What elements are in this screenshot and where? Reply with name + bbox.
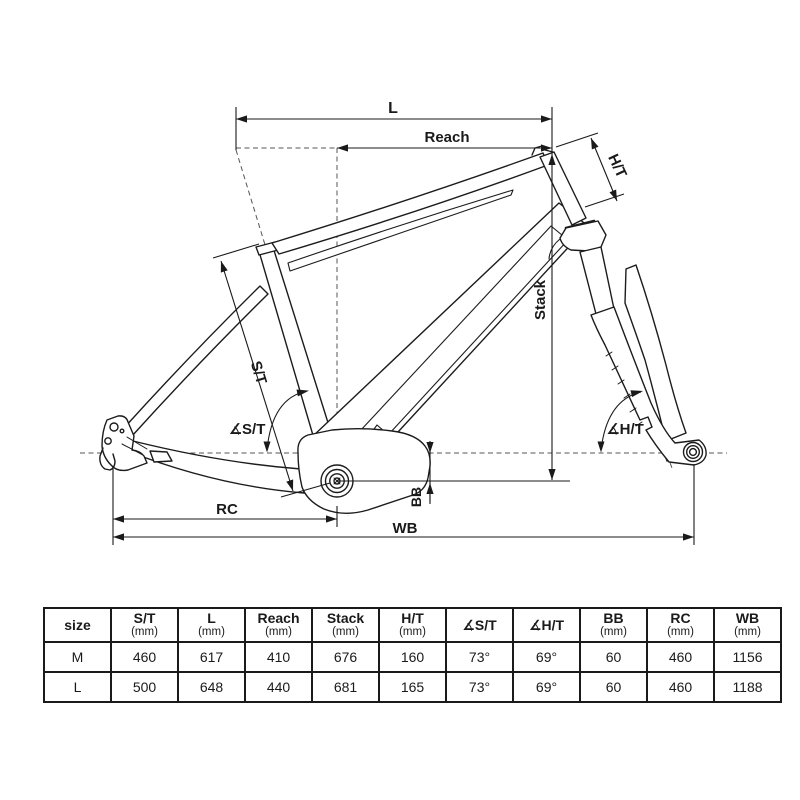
ht-extension-bottom (584, 193, 625, 208)
row-m-rc: 460 (646, 641, 715, 673)
fork-crown (559, 220, 607, 252)
header-ht: H/T(mm) (378, 607, 447, 643)
header-wb-label: WB (735, 610, 760, 626)
header-bb-unit: (mm) (600, 626, 627, 638)
dimension-labels: L Reach H/T Stack S/T ∡S/T ∡H/T BB RC WB (216, 100, 644, 537)
header-ht-label: H/T (401, 610, 424, 626)
header-st-label: S/T (133, 610, 156, 626)
ht-extension-top (555, 132, 599, 148)
dropout-bolt-2 (104, 437, 112, 445)
seat-angle-arrow-bottom (263, 441, 271, 453)
label-rc: RC (216, 501, 238, 518)
row-m-angle-ht: 69° (512, 641, 581, 673)
row-m-bb: 60 (579, 641, 648, 673)
st-extension-bottom (280, 482, 331, 498)
row-l-angle-st: 73° (445, 671, 514, 703)
header-bb: BB(mm) (579, 607, 648, 643)
row-m-stack: 676 (311, 641, 380, 673)
row-l-l: 648 (177, 671, 246, 703)
header-l-unit: (mm) (198, 626, 225, 638)
geometry-table-grid: size S/T(mm) L(mm) Reach(mm) Stack(mm) H… (43, 607, 782, 703)
label-angle-st: ∡S/T (229, 421, 266, 438)
battery-cover (359, 225, 569, 448)
geometry-table: size S/T(mm) L(mm) Reach(mm) Stack(mm) H… (43, 607, 782, 703)
header-st-unit: (mm) (131, 626, 158, 638)
row-m-l: 617 (177, 641, 246, 673)
header-reach-label: Reach (257, 610, 300, 626)
frame-drawing (99, 145, 707, 514)
chain-stay (129, 440, 305, 494)
header-rc-label: RC (670, 610, 691, 626)
header-bb-label: BB (603, 610, 624, 626)
row-m-wb: 1156 (713, 641, 782, 673)
head-angle-arrow-top (630, 390, 643, 398)
row-l-wb: 1188 (713, 671, 782, 703)
fork-leg-ribs (605, 351, 643, 427)
bike-geometry-diagram: L Reach H/T Stack S/T ∡S/T ∡H/T BB RC WB (80, 100, 727, 545)
row-l-bb: 60 (579, 671, 648, 703)
top-tube (271, 152, 549, 255)
header-l-label: L (207, 610, 216, 626)
top-tube-inner-panel (287, 189, 514, 272)
row-l-reach: 440 (244, 671, 313, 703)
dropout-bolt (109, 422, 119, 432)
header-stack-unit: (mm) (332, 626, 359, 638)
row-m-reach: 410 (244, 641, 313, 673)
label-bb: BB (408, 487, 424, 507)
dropout-bolt-3 (119, 428, 125, 434)
header-wb-unit: (mm) (734, 626, 761, 638)
header-reach: Reach(mm) (244, 607, 313, 643)
header-angle-st-label: ∡S/T (462, 616, 497, 633)
header-size-label: size (64, 616, 91, 633)
header-row: size S/T(mm) L(mm) Reach(mm) Stack(mm) H… (43, 607, 782, 643)
row-l-size: L (43, 671, 112, 703)
row-l-angle-ht: 69° (512, 671, 581, 703)
derailleur-hanger-hook (99, 447, 116, 471)
header-l: L(mm) (177, 607, 246, 643)
dimension-lines (112, 107, 695, 545)
header-rc-unit: (mm) (667, 626, 694, 638)
row-m-angle-st: 73° (445, 641, 514, 673)
seat-stay (123, 285, 269, 437)
row-m-ht: 160 (378, 641, 447, 673)
header-reach-unit: (mm) (265, 626, 292, 638)
ht-dimension-line (590, 137, 618, 202)
row-l-stack: 681 (311, 671, 380, 703)
st-dimension-line (220, 260, 294, 492)
label-reach: Reach (424, 129, 469, 146)
label-ht: H/T (604, 152, 630, 181)
label-angle-ht: ∡H/T (606, 421, 644, 438)
seat-angle-arrow-top (296, 389, 309, 397)
header-stack-label: Stack (326, 610, 365, 626)
header-wb: WB(mm) (713, 607, 782, 643)
arc-arrowheads (263, 389, 643, 453)
st-extension-top (212, 243, 260, 259)
label-l: L (388, 100, 398, 117)
header-size: size (43, 607, 112, 643)
label-st: S/T (247, 359, 270, 386)
fork-leg-near (590, 306, 707, 466)
label-wb: WB (393, 520, 418, 537)
row-l-ht: 165 (378, 671, 447, 703)
row-m-st: 460 (110, 641, 179, 673)
header-rc: RC(mm) (646, 607, 715, 643)
front-axle-inner (688, 447, 698, 457)
row-l-rc: 460 (646, 671, 715, 703)
label-stack: Stack (532, 279, 549, 320)
row-m-size: M (43, 641, 112, 673)
header-angle-ht: ∡H/T (512, 607, 581, 643)
hanger-detail-lines (121, 436, 148, 456)
table-row-l: L 500 648 440 681 165 73° 69° 60 460 118… (43, 671, 782, 703)
header-ht-unit: (mm) (399, 626, 426, 638)
table-row-m: M 460 617 410 676 160 73° 69° 60 460 115… (43, 641, 782, 673)
head-angle-arrow-bottom (597, 441, 605, 453)
header-stack: Stack(mm) (311, 607, 380, 643)
header-st: S/T(mm) (110, 607, 179, 643)
fork-stanchion (579, 246, 615, 315)
chainstay-guard (149, 450, 173, 463)
fork-leg-far (624, 264, 687, 442)
row-l-st: 500 (110, 671, 179, 703)
header-angle-st: ∡S/T (445, 607, 514, 643)
header-angle-ht-label: ∡H/T (528, 616, 565, 633)
